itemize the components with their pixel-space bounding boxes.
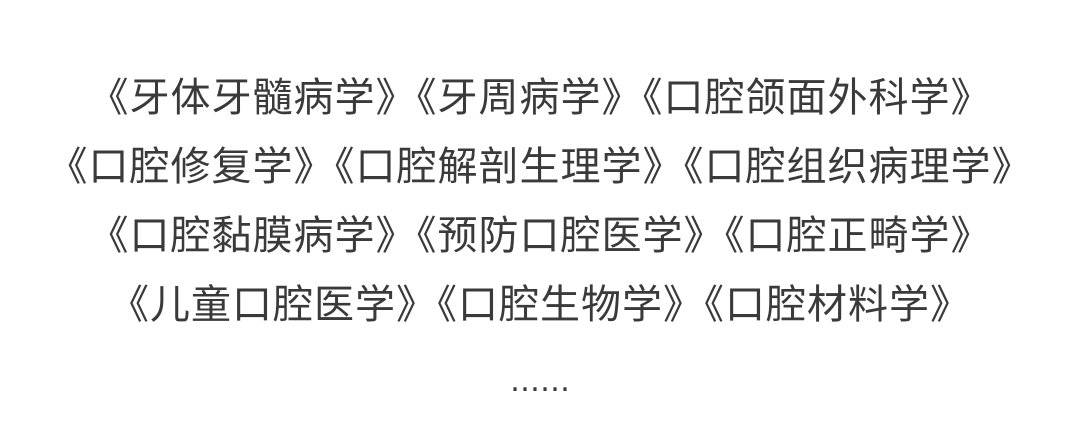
book-title: 《牙体牙髓病学》 (88, 75, 417, 121)
book-title: 《口腔正畸学》 (724, 213, 992, 259)
book-title: 《牙周病学》 (416, 75, 643, 121)
book-title: 《口腔黏膜病学》 (88, 213, 417, 259)
book-title: 《儿童口腔医学》 (109, 282, 437, 328)
book-title: 《口腔修复学》 (47, 144, 335, 190)
book-list: 《牙体牙髓病学》《牙周病学》《口腔颌面外科学》 《口腔修复学》《口腔解剖生理学》… (0, 64, 1080, 402)
book-line-2: 《口腔修复学》《口腔解剖生理学》《口腔组织病理学》 (0, 133, 1080, 202)
book-title: 《口腔颌面外科学》 (642, 75, 992, 121)
book-line-4: 《儿童口腔医学》《口腔生物学》《口腔材料学》 (0, 271, 1080, 340)
ellipsis: …… (510, 364, 570, 399)
book-title: 《口腔组织病理学》 (683, 144, 1033, 190)
book-title: 《口腔解剖生理学》 (334, 144, 684, 190)
book-title: 《预防口腔医学》 (416, 213, 725, 259)
book-line-1: 《牙体牙髓病学》《牙周病学》《口腔颌面外科学》 (0, 64, 1080, 133)
book-title: 《口腔材料学》 (704, 282, 971, 328)
book-title: 《口腔生物学》 (437, 282, 704, 328)
book-line-3: 《口腔黏膜病学》《预防口腔医学》《口腔正畸学》 (0, 202, 1080, 271)
